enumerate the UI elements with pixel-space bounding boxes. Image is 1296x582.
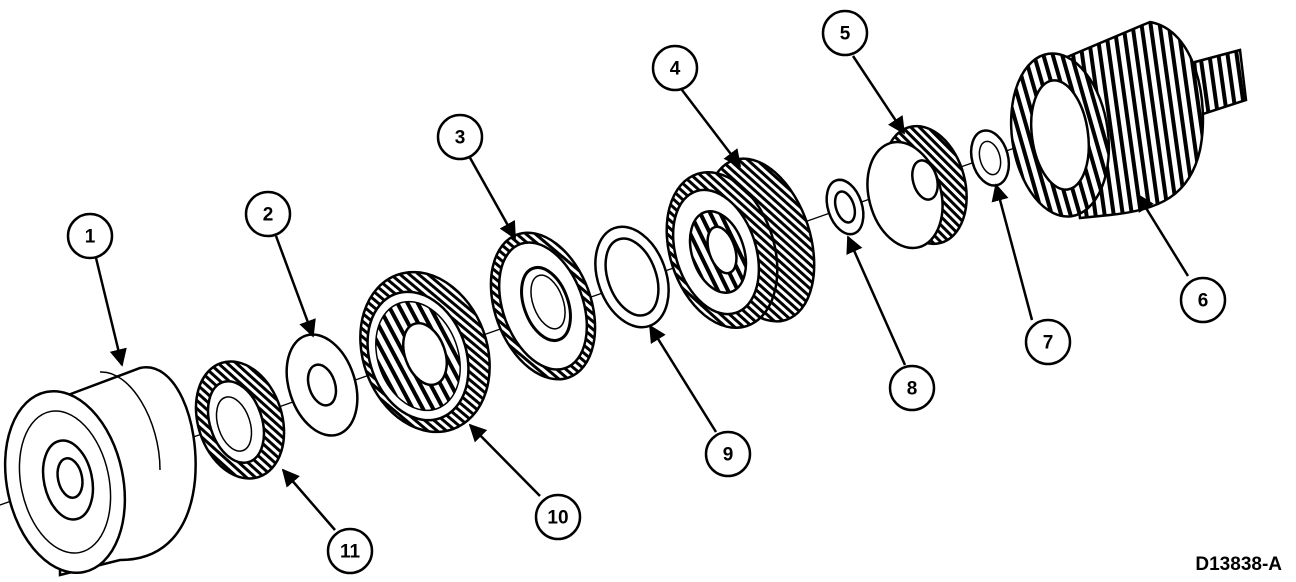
- figure-id-label: D13838-A: [1195, 554, 1282, 575]
- part-10-planet-carrier: [359, 270, 491, 434]
- callout-label-3: 3: [455, 128, 466, 149]
- leader-arrow-9: [648, 324, 718, 433]
- leader-arrow-7: [991, 183, 1034, 321]
- callout-label-1: 1: [85, 227, 96, 248]
- callout-5: 5: [821, 9, 869, 57]
- callout-label-9: 9: [723, 445, 734, 466]
- part-7-bearing: [969, 129, 1011, 187]
- leader-arrow-6: [1136, 193, 1190, 277]
- callout-3: 3: [436, 113, 484, 161]
- part-6-clutch-drum: [1009, 20, 1248, 220]
- callout-label-5: 5: [840, 24, 851, 45]
- callout-10: 10: [534, 493, 582, 541]
- callout-1: 1: [66, 212, 114, 260]
- leader-arrow-4: [681, 89, 742, 168]
- part-5-sun-gear-shell: [866, 124, 968, 250]
- part-8-small-washer: [825, 178, 865, 236]
- leader-arrow-5: [851, 55, 906, 135]
- leader-arrow-3: [467, 155, 517, 240]
- callout-label-2: 2: [263, 205, 274, 226]
- leader-arrow-11: [281, 468, 336, 531]
- part-4-planetary-assembly: [665, 157, 816, 330]
- callout-label-10: 10: [547, 508, 568, 529]
- callout-label-4: 4: [670, 59, 681, 80]
- part-3-ring-gear: [489, 231, 597, 381]
- callout-label-11: 11: [340, 542, 361, 563]
- callout-label-8: 8: [907, 379, 918, 400]
- part-9-thrust-washer: [594, 225, 670, 329]
- callout-4: 4: [651, 44, 699, 92]
- callout-7: 7: [1024, 318, 1072, 366]
- leader-arrow-8: [846, 235, 907, 366]
- callout-9: 9: [704, 430, 752, 478]
- callout-2: 2: [244, 190, 292, 238]
- part-1-drum: [3, 366, 197, 577]
- callout-8: 8: [888, 364, 936, 412]
- leader-arrow-1: [94, 257, 127, 367]
- part-2-washer: [285, 333, 359, 437]
- callout-label-6: 6: [1198, 291, 1209, 312]
- callout-11: 11: [326, 527, 374, 575]
- leader-arrows: [94, 55, 1190, 531]
- callout-6: 6: [1179, 276, 1227, 324]
- leader-arrow-10: [468, 423, 541, 497]
- leader-arrow-2: [274, 235, 316, 338]
- callout-label-7: 7: [1043, 333, 1054, 354]
- part-11-gear: [194, 360, 286, 480]
